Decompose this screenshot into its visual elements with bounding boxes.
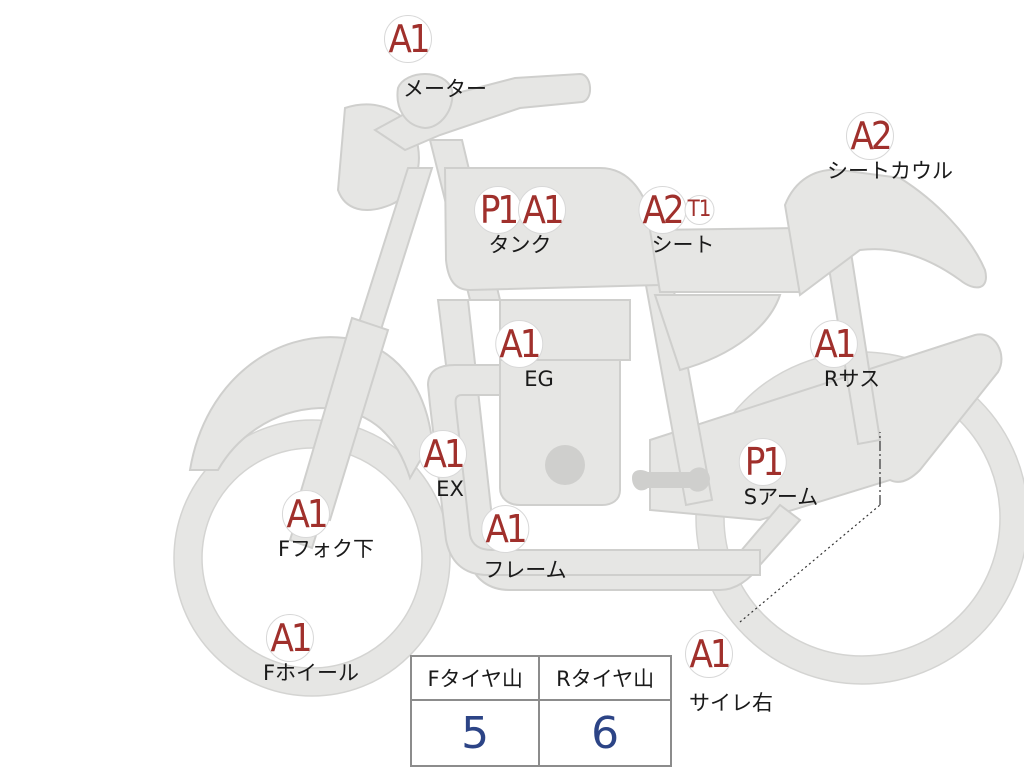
marker-seat-cowl: A2 シートカウル (787, 112, 953, 183)
label-meter: メーター (403, 77, 487, 101)
label-front-wheel: Fホイール (262, 661, 360, 685)
marker-tank: P1 A1 タンク (474, 186, 566, 257)
grade-group: A2 (846, 112, 894, 160)
grade-badge: A1 (384, 15, 432, 63)
label-rear-suspension: Rサス (823, 367, 881, 391)
grade-badge-small: T1 (684, 195, 714, 225)
meter-shape (396, 73, 454, 130)
marker-front-wheel: A1 Fホイール (221, 614, 359, 685)
marker-fork-lower: A1 Fフォク下 (238, 490, 374, 561)
label-frame: フレーム (483, 558, 567, 582)
grade-badge: A1 (685, 630, 733, 678)
tread-table-header-row: Fタイヤ山 Rタイヤ山 (409, 655, 672, 701)
seat-cowl-shape (783, 168, 987, 297)
label-exhaust: EX (436, 477, 464, 501)
tread-header-rear: Rタイヤ山 (538, 655, 672, 701)
exhaust-pipe-shape (426, 364, 761, 576)
swingarm-shape (649, 333, 1003, 522)
side-cover-shape (653, 294, 782, 372)
marker-swingarm: P1 Sアーム (708, 438, 818, 509)
tread-table-value-row: 5 6 (409, 699, 672, 767)
tire-tread-table: Fタイヤ山 Rタイヤ山 5 6 (409, 655, 672, 767)
label-engine: EG (524, 367, 554, 391)
grade-badge: A1 (481, 505, 529, 553)
label-muffler-right: サイレ右 (689, 691, 773, 715)
fork-slider-shape (294, 316, 390, 522)
grade-group: A1 (481, 505, 529, 553)
grade-group: A1 (419, 430, 467, 478)
label-fork-lower: Fフォク下 (277, 537, 375, 561)
marker-muffler-right: A1 サイレ右 (645, 630, 773, 715)
grade-badge: A1 (518, 186, 566, 234)
grade-group: P1 (738, 438, 787, 486)
label-seat-cowl: シートカウル (827, 159, 953, 183)
footpeg-shape (632, 467, 710, 492)
grade-badge: A1 (419, 430, 467, 478)
marker-exhaust: A1 EX (419, 430, 467, 501)
marker-meter: A1 (384, 15, 432, 63)
grade-group: A1 (809, 320, 858, 368)
label-tank: タンク (488, 233, 552, 257)
grade-group: A2 T1 (638, 186, 714, 234)
grade-badge: A2 (638, 186, 686, 234)
marker-seat: A2 T1 シート (638, 186, 715, 257)
grade-group: A1 (384, 15, 432, 63)
grade-group: A1 (685, 630, 733, 678)
marker-frame: A1 フレーム (443, 505, 567, 582)
grade-badge: P1 (738, 438, 787, 486)
marker-rear-suspension: A1 Rサス (788, 320, 880, 391)
grade-group: A1 (494, 320, 543, 368)
grade-group: A1 (266, 614, 314, 662)
muffler-leader-line (739, 504, 881, 623)
grade-badge: A1 (282, 490, 330, 538)
grade-badge: A1 (266, 614, 314, 662)
grade-badge: A2 (846, 112, 894, 160)
handlebar-shape (373, 72, 591, 152)
label-seat: シート (651, 233, 715, 257)
marker-engine: A1 EG (484, 320, 554, 391)
label-swingarm: Sアーム (743, 485, 819, 509)
tread-value-rear: 6 (538, 699, 672, 767)
grade-badge: A1 (494, 320, 543, 368)
grade-group: A1 (282, 490, 330, 538)
front-wheel-shape (173, 419, 451, 697)
grade-group: P1 A1 (474, 186, 566, 234)
grade-badge: P1 (474, 186, 522, 234)
tread-header-front: Fタイヤ山 (409, 655, 541, 701)
grade-badge: A1 (809, 320, 858, 368)
engine-cover-shape (545, 445, 585, 485)
tread-value-front: 5 (409, 699, 541, 767)
